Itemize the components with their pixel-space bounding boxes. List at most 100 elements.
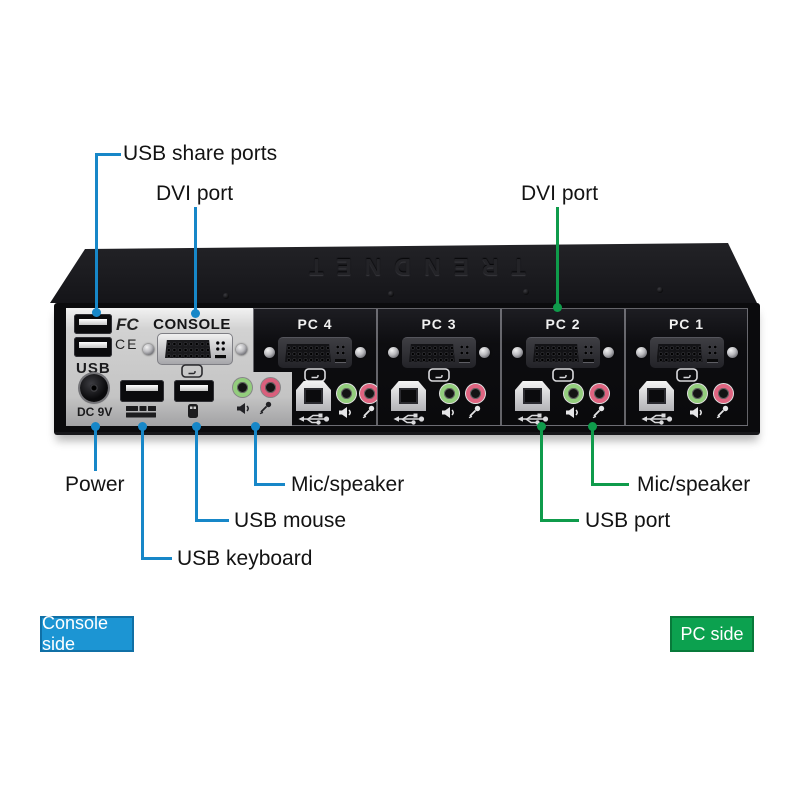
usb-share-label: USB bbox=[76, 360, 111, 377]
callout-line bbox=[591, 483, 629, 486]
label-usb-share-ports: USB share ports bbox=[123, 142, 278, 165]
mic-icon bbox=[259, 401, 272, 415]
callout-line bbox=[254, 425, 257, 486]
dvi-connector bbox=[526, 337, 600, 368]
mic-icon bbox=[468, 405, 481, 419]
kvm-switch-rear-panel: USB FC CE CONSOLE DC 9V bbox=[54, 303, 760, 435]
callout-line bbox=[195, 425, 198, 522]
label-mic-speaker-left: Mic/speaker bbox=[291, 473, 405, 496]
speaker-icon bbox=[237, 403, 249, 414]
callout-line bbox=[540, 425, 543, 522]
callout-line bbox=[95, 153, 98, 313]
dvi-port bbox=[254, 337, 376, 368]
callout-dot bbox=[537, 422, 546, 431]
monitor-icon bbox=[675, 368, 698, 382]
pc-section-label: PC 1 bbox=[668, 316, 705, 332]
dvi-connector bbox=[278, 337, 352, 368]
screw bbox=[726, 347, 738, 358]
callout-line bbox=[195, 519, 229, 522]
usb-keyboard-port bbox=[120, 380, 164, 402]
speaker-icon bbox=[690, 407, 702, 418]
fcc-mark: FC bbox=[116, 315, 139, 334]
callout-dot bbox=[588, 422, 597, 431]
screw bbox=[388, 347, 399, 358]
label-usb-port: USB port bbox=[585, 509, 671, 532]
pc-section-3: PC 3 bbox=[377, 308, 501, 426]
pc-section-label: PC 4 bbox=[297, 316, 333, 332]
callout-line bbox=[556, 207, 559, 309]
brand-embossed-text: TRENDNET bbox=[296, 254, 526, 280]
dvi-pin-grid bbox=[165, 340, 211, 358]
callout-line bbox=[540, 519, 579, 522]
label-usb-mouse: USB mouse bbox=[234, 509, 347, 532]
dvi-blade-slot bbox=[459, 359, 470, 362]
dvi-pin-grid bbox=[656, 344, 703, 362]
usb-mouse-port bbox=[174, 380, 214, 402]
speaker-jack-green bbox=[440, 384, 459, 403]
callout-dot bbox=[251, 422, 260, 431]
label-mic-speaker-right: Mic/speaker bbox=[637, 473, 751, 496]
mouse-icon bbox=[188, 404, 198, 418]
screw bbox=[223, 293, 229, 299]
screw bbox=[264, 347, 275, 358]
dvi-connector bbox=[402, 337, 476, 368]
callout-line bbox=[194, 207, 197, 315]
screw bbox=[143, 343, 154, 355]
kvm-switch-top: TRENDNET bbox=[50, 243, 757, 303]
ce-mark: CE bbox=[115, 336, 139, 352]
pc-side-badge: PC side bbox=[670, 616, 754, 652]
dvi-blade-slot bbox=[583, 359, 594, 362]
speaker-icon bbox=[566, 407, 578, 418]
label-dvi-port-left: DVI port bbox=[156, 182, 234, 205]
usb-trident-icon bbox=[393, 413, 425, 425]
callout-line bbox=[141, 557, 172, 560]
mic-icon bbox=[362, 405, 375, 419]
screw bbox=[355, 347, 366, 358]
pc-section-label: PC 2 bbox=[545, 316, 581, 332]
callout-line bbox=[254, 483, 285, 486]
mic-jack-pink bbox=[714, 384, 733, 403]
console-title: CONSOLE bbox=[153, 316, 231, 333]
usb-share-ports bbox=[74, 314, 112, 360]
dvi-pin-grid bbox=[409, 344, 455, 362]
speaker-icon bbox=[339, 407, 351, 418]
dvi-pin-grid bbox=[285, 344, 331, 362]
speaker-jack-green bbox=[337, 384, 356, 403]
label-usb-keyboard: USB keyboard bbox=[177, 547, 313, 570]
callout-dot bbox=[192, 422, 201, 431]
usb-trident-icon bbox=[298, 413, 330, 425]
usb-b-port bbox=[639, 381, 674, 411]
usb-b-port bbox=[296, 381, 331, 411]
mic-icon bbox=[716, 405, 729, 419]
screw bbox=[603, 347, 614, 358]
label-dvi-port-right: DVI port bbox=[521, 182, 599, 205]
dvi-analog-pins bbox=[459, 344, 470, 355]
console-side-badge-label: Console side bbox=[42, 613, 109, 654]
monitor-icon bbox=[181, 364, 203, 378]
keyboard-icon bbox=[126, 406, 156, 418]
power-jack bbox=[80, 374, 108, 402]
usb-b-port bbox=[515, 381, 550, 411]
speaker-jack-green bbox=[688, 384, 707, 403]
dvi-port bbox=[502, 337, 624, 368]
usb-trident-icon bbox=[517, 413, 549, 425]
console-side-badge: Console side bbox=[40, 613, 134, 654]
power-jack-label: DC 9V bbox=[77, 405, 113, 419]
dvi-connector bbox=[649, 337, 724, 368]
screw bbox=[479, 347, 490, 358]
mic-jack-pink bbox=[590, 384, 609, 403]
dvi-analog-pins bbox=[335, 344, 346, 355]
pc-section-label: PC 3 bbox=[421, 316, 457, 332]
console-dvi-port bbox=[143, 333, 247, 365]
dvi-analog-pins bbox=[215, 340, 226, 351]
callout-line bbox=[94, 425, 97, 471]
callout-dot bbox=[91, 422, 100, 431]
screw bbox=[512, 347, 523, 358]
screw bbox=[236, 343, 247, 355]
usb-trident-icon bbox=[641, 413, 673, 425]
callout-dot bbox=[191, 309, 200, 318]
callout-dot bbox=[138, 422, 147, 431]
dvi-blade-slot bbox=[335, 359, 346, 362]
usb-a-port bbox=[74, 314, 112, 334]
